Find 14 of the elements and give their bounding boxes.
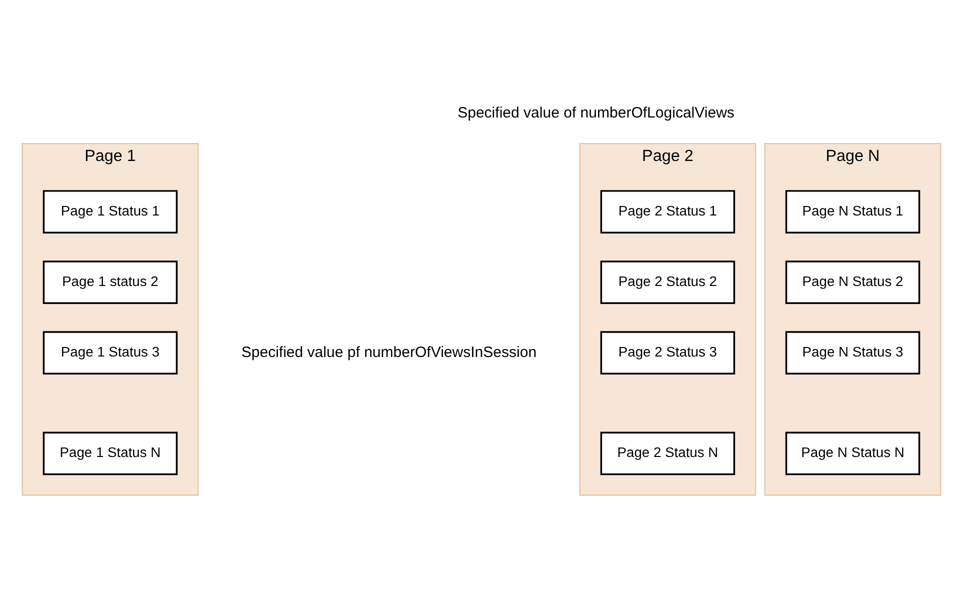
node-box: Page N Status 1 bbox=[785, 190, 920, 233]
label: Specified value of numberOfLogicalViews bbox=[458, 104, 734, 121]
node-box: Page 1 Status 1 bbox=[42, 190, 178, 233]
node-box: Page N Status 2 bbox=[785, 260, 920, 304]
node-box: Page 1 Status N bbox=[42, 431, 178, 475]
node-box: Page N Status 3 bbox=[785, 330, 920, 374]
node-box: Page 1 status 2 bbox=[42, 260, 178, 304]
node-box: Page 2 Status N bbox=[600, 431, 736, 475]
node-box: Page 2 Status 1 bbox=[600, 190, 736, 233]
node-box: Page 1 Status 3 bbox=[42, 330, 178, 374]
label: Specified value pf numberOfViewsInSession bbox=[241, 343, 537, 360]
node-box: Page 2 Status 3 bbox=[600, 330, 736, 374]
node-box: Page 2 Status 2 bbox=[600, 260, 736, 304]
node-box: Page N Status N bbox=[785, 431, 920, 475]
